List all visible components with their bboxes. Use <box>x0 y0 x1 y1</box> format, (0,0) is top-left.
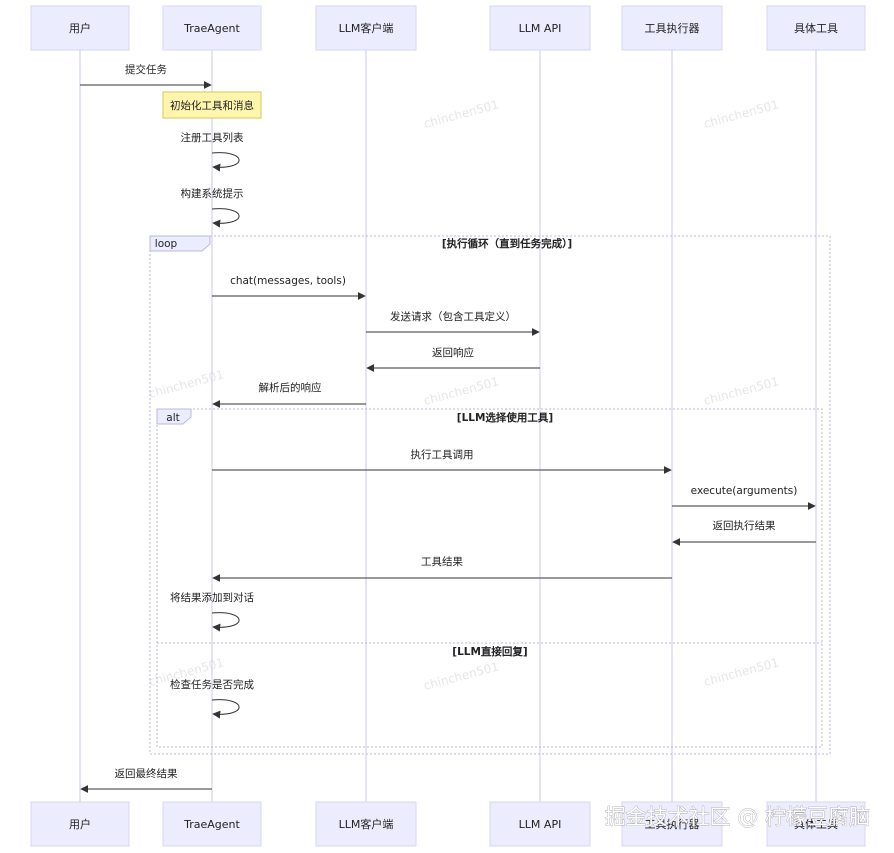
note-text: 初始化工具和消息 <box>170 99 254 112</box>
watermark-text: chinchen501 <box>422 374 500 408</box>
actor-label: 用户 <box>69 817 91 831</box>
actor-box <box>621 801 723 847</box>
actor-label: LLM客户端 <box>339 817 394 831</box>
actor-label: LLM API <box>519 22 562 35</box>
message-label: chat(messages, tools) <box>230 275 346 287</box>
loop-frame-border <box>149 235 831 755</box>
actor-box <box>489 801 591 847</box>
actor-executor: 工具执行器 <box>621 801 723 847</box>
note: 初始化工具和消息 <box>162 91 262 119</box>
alt-frame-else-title: [LLM直接回复] <box>452 645 527 658</box>
actor-label: 用户 <box>69 21 91 35</box>
actor-label: LLM客户端 <box>339 21 394 35</box>
actor-label: 工具执行器 <box>645 21 700 35</box>
message-label: 发送请求（包含工具定义） <box>390 310 516 323</box>
actor-llmclient: LLM客户端 <box>315 5 417 51</box>
lifelines <box>79 50 817 802</box>
actor-tool: 具体工具 <box>766 5 866 51</box>
actor-box <box>315 801 417 847</box>
actor-agent: TraeAgent <box>162 5 262 51</box>
message-label: 返回执行结果 <box>713 519 776 532</box>
actor-executor: 工具执行器 <box>621 5 723 51</box>
actor-tool: 具体工具 <box>766 801 866 847</box>
actor-box <box>162 801 262 847</box>
loop-frame-title: [执行循环（直到任务完成）] <box>442 237 572 250</box>
actor-user: 用户 <box>30 5 130 51</box>
watermark-text: chinchen501 <box>702 655 780 689</box>
actor-agent: TraeAgent <box>162 801 262 847</box>
actor-box <box>621 5 723 51</box>
loop-frame: loop [执行循环（直到任务完成）] <box>149 235 831 755</box>
actor-label: 具体工具 <box>794 21 838 35</box>
alt-frame-tag-label: alt <box>166 412 179 424</box>
message-self-arrow <box>211 208 240 228</box>
watermark-text: chinchen501 <box>422 659 500 693</box>
alt-frame: alt [LLM选择使用工具] [LLM直接回复] <box>156 408 823 748</box>
message-label: 解析后的响应 <box>259 381 322 394</box>
message-label: 提交任务 <box>125 63 167 76</box>
watermark-text: chinchen501 <box>422 97 500 131</box>
actor-box <box>30 5 130 51</box>
actor-box <box>766 5 866 51</box>
message-label: 执行工具调用 <box>411 448 474 461</box>
site-watermark: 掘金技术社区 @ 柠檬豆腐脑 <box>605 805 870 829</box>
actor-label: TraeAgent <box>183 818 240 831</box>
actor-label: LLM API <box>519 818 562 831</box>
message-label: 检查任务是否完成 <box>170 678 254 691</box>
actor-box <box>162 5 262 51</box>
loop-frame-tag <box>149 235 211 252</box>
watermark-text: chinchen501 <box>702 374 780 408</box>
message-label: 构建系统提示 <box>181 187 244 200</box>
message-label: 注册工具列表 <box>181 131 244 144</box>
alt-frame-title: [LLM选择使用工具] <box>457 411 553 424</box>
actors-top: 用户 TraeAgent LLM客户端 LLM API 工具执行器 具体工具 <box>30 5 866 51</box>
message-label: 将结果添加到对话 <box>170 591 254 604</box>
messages: 提交任务 注册工具列表 构建系统提示 chat(messages, tools)… <box>80 63 816 793</box>
message-label: execute(arguments) <box>691 485 798 497</box>
actor-box <box>489 5 591 51</box>
message-label: 工具结果 <box>421 555 463 568</box>
actor-box <box>766 801 866 847</box>
actor-llmapi: LLM API <box>489 801 591 847</box>
message-self-arrow <box>211 152 240 172</box>
watermark-text: chinchen501 <box>147 367 225 401</box>
loop-frame-tag-label: loop <box>155 238 178 250</box>
actor-label: 具体工具 <box>794 817 838 831</box>
actor-box <box>30 801 130 847</box>
actor-label: 工具执行器 <box>645 817 700 831</box>
actor-llmclient: LLM客户端 <box>315 801 417 847</box>
message-label: 返回最终结果 <box>115 767 178 780</box>
message-self-arrow <box>211 612 240 632</box>
note-box <box>162 91 262 119</box>
message-self-arrow <box>211 699 240 719</box>
watermark-text: chinchen501 <box>702 97 780 131</box>
alt-frame-border <box>156 408 823 748</box>
alt-frame-tag <box>156 408 192 425</box>
message-label: 返回响应 <box>432 346 474 359</box>
actor-box <box>315 5 417 51</box>
actor-llmapi: LLM API <box>489 5 591 51</box>
actor-label: TraeAgent <box>183 22 240 35</box>
actors-bottom: 用户 TraeAgent LLM客户端 LLM API 工具执行器 具体工具 <box>30 801 866 847</box>
actor-user: 用户 <box>30 801 130 847</box>
